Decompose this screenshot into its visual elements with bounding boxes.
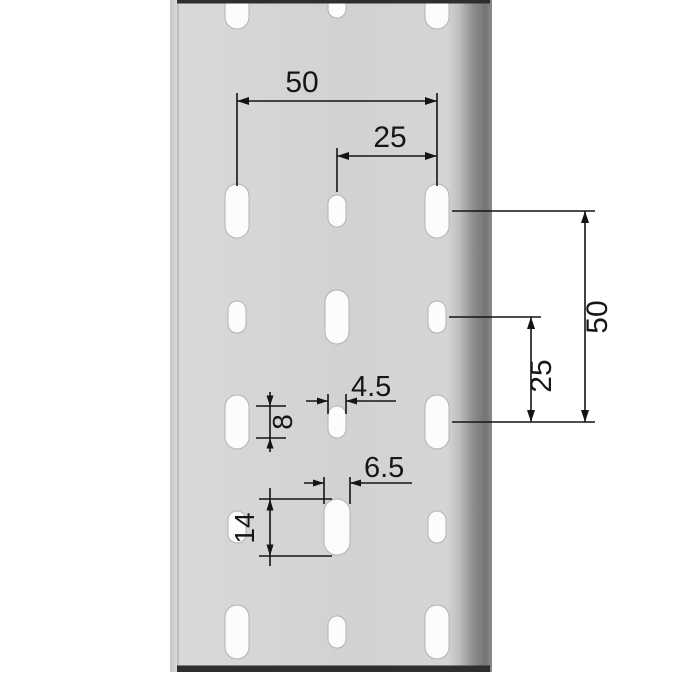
slot-large: [224, 183, 250, 239]
arrowhead-icon: [581, 211, 589, 223]
arrowhead-icon: [425, 152, 437, 160]
dimension-small-slot-height: 8: [256, 392, 298, 452]
arrowhead-icon: [581, 410, 589, 422]
slot-small: [227, 300, 247, 334]
arrowhead-icon: [346, 397, 357, 405]
slot-large: [224, 0, 250, 30]
arrowhead-icon: [337, 152, 349, 160]
arrowhead-icon: [266, 544, 274, 556]
dim-label-large-slot-width: 6.5: [364, 452, 404, 484]
slot-large: [424, 183, 450, 239]
slot-large: [224, 394, 250, 450]
slot-small-dimensioned: [327, 405, 347, 439]
slot-small: [427, 510, 447, 544]
slot-small: [427, 300, 447, 334]
dimension-right-outer-pitch: 50: [452, 210, 614, 423]
arrowhead-icon: [317, 397, 328, 405]
dim-label-small-slot-height: 8: [267, 414, 298, 430]
slot-large-dimensioned: [323, 498, 351, 556]
slot-large: [224, 604, 250, 660]
slot-large: [324, 289, 350, 345]
slot-large: [424, 0, 450, 30]
dim-label-small-slot-width: 4.5: [351, 371, 391, 403]
arrowhead-icon: [350, 479, 361, 487]
slot-small: [327, 194, 347, 228]
arrowhead-icon: [527, 410, 535, 422]
arrowhead-icon: [266, 395, 274, 406]
dimension-right-inner-pitch: 25: [449, 316, 558, 422]
dim-label-right-outer: 50: [581, 300, 614, 333]
arrowhead-icon: [425, 97, 437, 105]
dim-label-large-slot-height: 14: [229, 512, 260, 543]
slot-small: [227, 510, 247, 544]
dimension-large-slot-height: 14: [229, 488, 332, 566]
slot-small: [327, 615, 347, 649]
dimension-top-outer-pitch: 50: [236, 66, 438, 186]
arrowhead-icon: [313, 479, 324, 487]
slot-pattern: [224, 0, 450, 660]
dimension-small-slot-width: 4.5: [306, 371, 396, 414]
plate-bottom-edge: [177, 665, 490, 672]
arrowhead-icon: [527, 317, 535, 329]
dimension-large-slot-width: 6.5: [304, 452, 412, 504]
dim-label-top-outer: 50: [285, 66, 318, 99]
dim-label-top-inner: 25: [373, 121, 406, 154]
arrowhead-icon: [237, 97, 249, 105]
dimension-top-inner-pitch: 25: [336, 121, 437, 192]
plate-top-edge: [177, 0, 490, 4]
arrowhead-icon: [266, 499, 274, 511]
dim-label-right-inner: 25: [525, 359, 558, 392]
slot-large: [424, 394, 450, 450]
arrowhead-icon: [266, 438, 274, 449]
slot-large: [424, 604, 450, 660]
